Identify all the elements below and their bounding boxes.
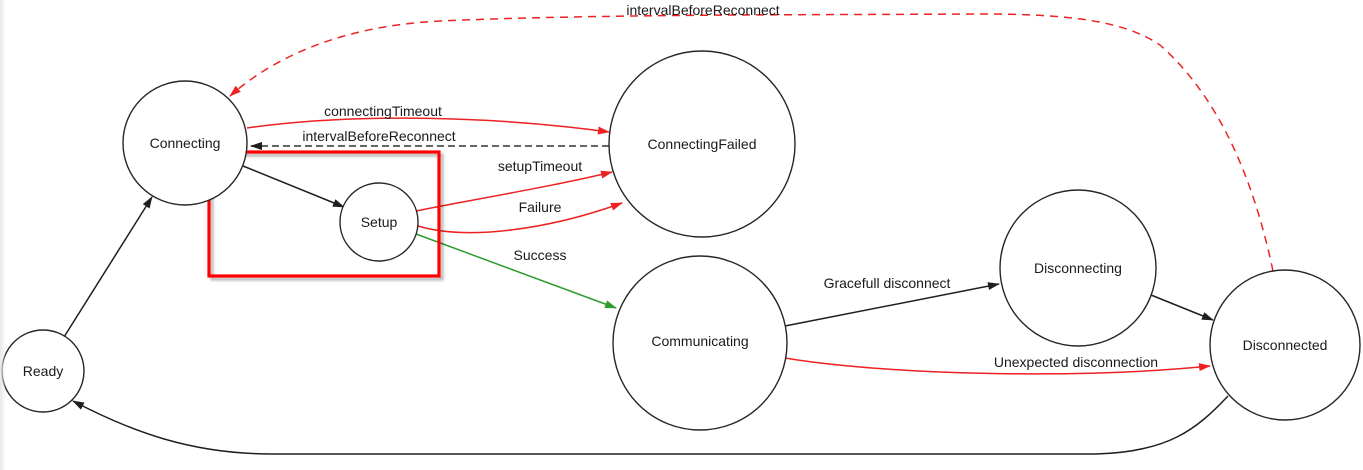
setup-circle[interactable]	[339, 182, 419, 262]
edge-connecting-to-setup	[242, 165, 345, 208]
edge-label-success: Success	[514, 247, 567, 263]
edge-label-connecting-timeout: connectingTimeout	[324, 103, 442, 119]
communicating-label: Communicating	[651, 333, 748, 349]
edge-disconnecting-to-disconnected	[1150, 294, 1214, 321]
communicating-circle[interactable]	[612, 255, 788, 431]
edge-label-interval-before-reconnect-top: intervalBeforeReconnect	[626, 2, 779, 18]
disconnected-circle[interactable]	[1209, 269, 1361, 421]
edge-label-gracefull-disconnect: Gracefull disconnect	[824, 275, 951, 291]
connecting-circle[interactable]	[122, 80, 248, 206]
setup-highlight-box	[207, 150, 441, 278]
setup-label: Setup	[361, 214, 398, 230]
connecting-failed-label: ConnectingFailed	[648, 136, 757, 152]
connecting-label: Connecting	[150, 135, 221, 151]
state-node-connecting[interactable]: Connecting	[122, 80, 248, 206]
edge-gracefull-disconnect	[784, 282, 1000, 327]
edge-unexpected-disconnection	[784, 357, 1211, 375]
connecting-failed-circle[interactable]	[608, 50, 796, 238]
edge-setup-timeout	[415, 170, 613, 212]
state-node-setup[interactable]: Setup	[339, 182, 419, 262]
state-node-disconnecting[interactable]: Disconnecting	[999, 189, 1157, 347]
edge-success	[415, 233, 617, 309]
state-node-ready[interactable]: Ready	[1, 329, 85, 413]
disconnected-label: Disconnected	[1243, 337, 1328, 353]
edge-interval-before-reconnect-top	[229, 13, 1274, 272]
edge-label-failure: Failure	[519, 199, 562, 215]
disconnecting-label: Disconnecting	[1034, 260, 1122, 276]
edge-label-interval-before-reconnect: intervalBeforeReconnect	[302, 128, 455, 144]
edge-connecting-timeout	[246, 117, 610, 135]
state-node-disconnected[interactable]: Disconnected	[1209, 269, 1361, 421]
state-node-connecting-failed[interactable]: ConnectingFailed	[608, 50, 796, 238]
ready-label: Ready	[23, 363, 63, 379]
edge-ready-to-connecting	[63, 196, 153, 338]
disconnecting-circle[interactable]	[999, 189, 1157, 347]
state-node-communicating[interactable]: Communicating	[612, 255, 788, 431]
edge-label-setup-timeout: setupTimeout	[498, 158, 582, 174]
edge-disconnected-to-ready	[72, 395, 1229, 455]
edge-label-unexpected-disconnection: Unexpected disconnection	[994, 354, 1158, 370]
